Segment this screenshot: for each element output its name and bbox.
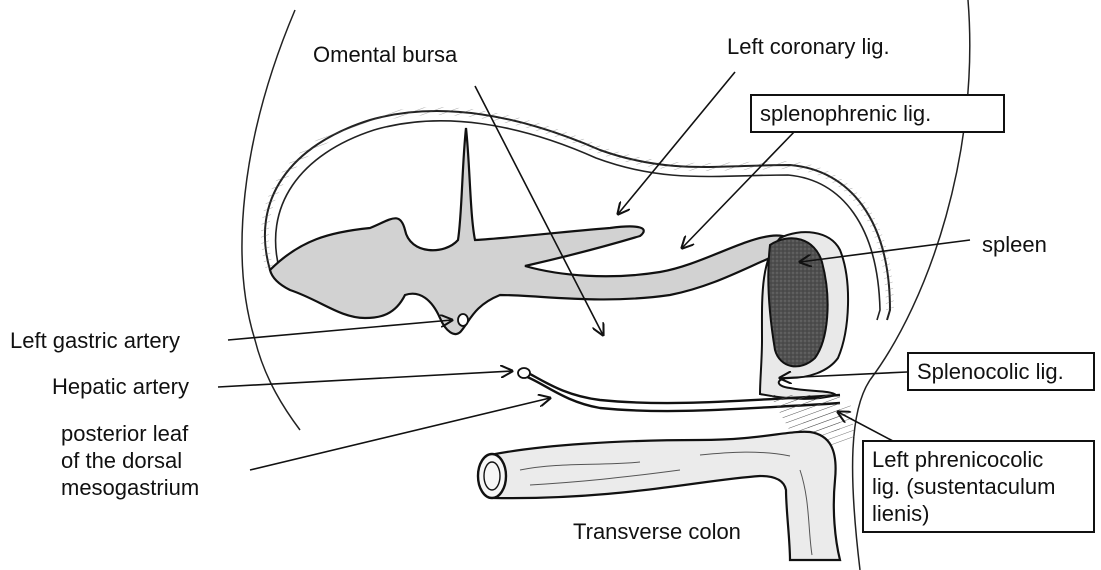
label-left-coronary: Left coronary lig. — [727, 33, 890, 60]
label-hepatic: Hepatic artery — [52, 373, 189, 400]
label-phrenicocolic: Left phrenicocolic lig. (sustentaculum l… — [862, 440, 1095, 533]
label-posterior-leaf: posterior leaf of the dorsal mesogastriu… — [61, 420, 261, 501]
label-posterior-leaf-line2: of the dorsal — [61, 447, 261, 474]
spleen-organ — [768, 238, 827, 366]
arrow-left-coronary — [618, 72, 735, 214]
label-spleen: spleen — [982, 231, 1047, 258]
hepatic-vessel — [518, 368, 530, 378]
colon-opening — [478, 454, 506, 498]
label-omental-bursa: Omental bursa — [313, 41, 457, 68]
label-left-gastric: Left gastric artery — [10, 327, 180, 354]
label-posterior-leaf-line3: mesogastrium — [61, 474, 261, 501]
arrow-left-gastric — [228, 320, 452, 340]
label-transverse-colon: Transverse colon — [573, 518, 741, 545]
label-splenophrenic: splenophrenic lig. — [750, 94, 1005, 133]
label-splenocolic: Splenocolic lig. — [907, 352, 1095, 391]
left-gastric-vessel — [458, 314, 468, 326]
label-posterior-leaf-line1: posterior leaf — [61, 420, 261, 447]
label-phrenicocolic-line1: Left phrenicocolic — [872, 446, 1085, 473]
label-phrenicocolic-line2: lig. (sustentaculum — [872, 473, 1085, 500]
stomach-mesentery — [270, 128, 794, 334]
body-wall-left — [242, 10, 300, 430]
arrow-splenophrenic — [682, 130, 796, 248]
arrow-hepatic — [218, 371, 512, 387]
label-phrenicocolic-line3: lienis) — [872, 500, 1085, 527]
